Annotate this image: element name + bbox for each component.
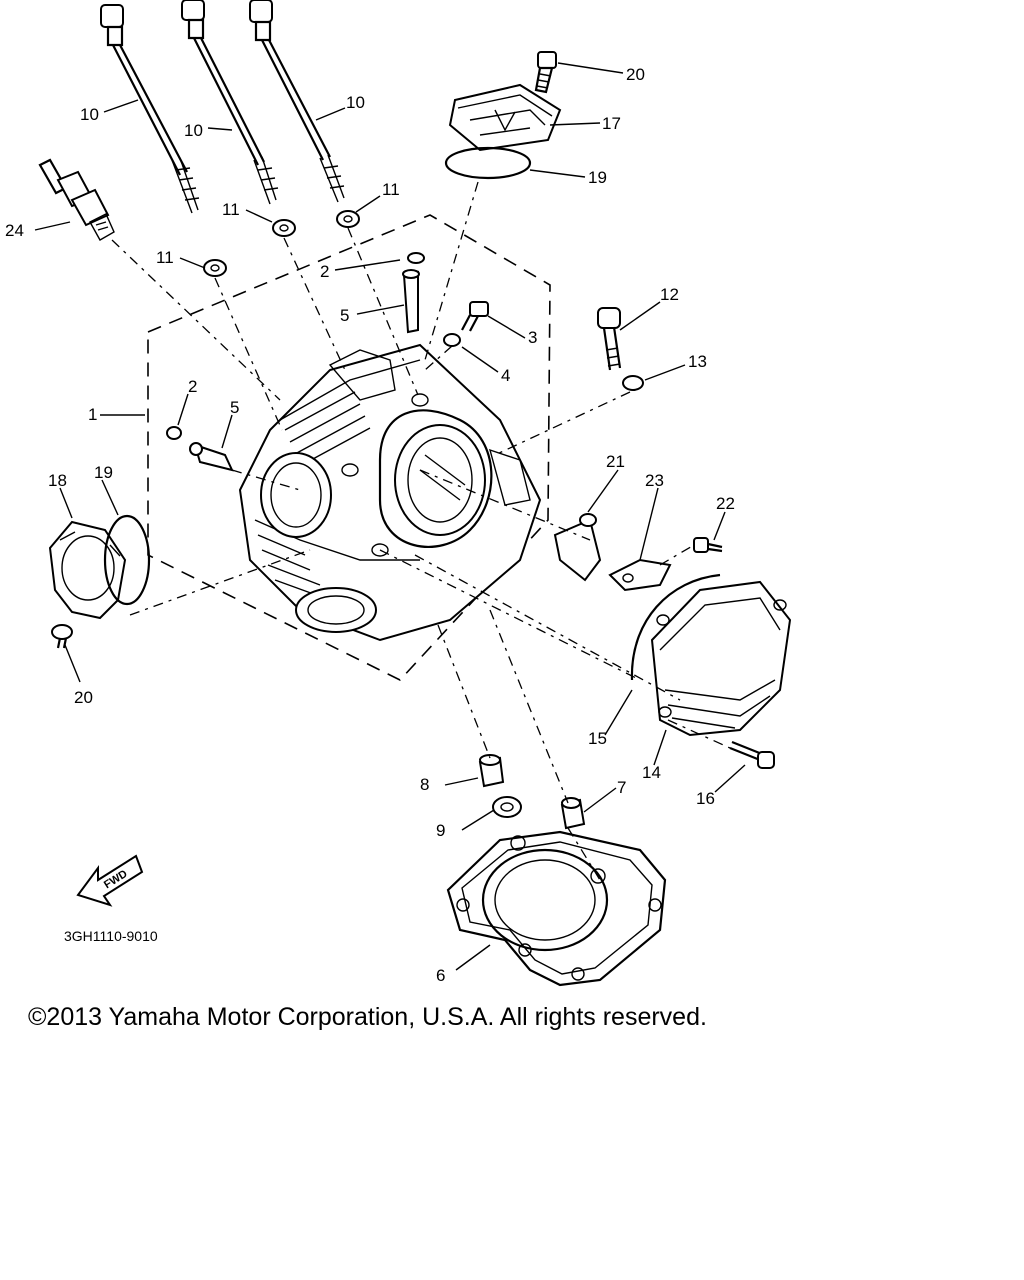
callout-12: 12 bbox=[660, 285, 679, 304]
callout-14: 14 bbox=[642, 763, 661, 782]
bolt-20-left bbox=[51, 624, 73, 649]
callout-23: 23 bbox=[645, 471, 664, 490]
callout-11-a: 11 bbox=[156, 248, 174, 267]
bolt-3 bbox=[461, 301, 489, 332]
spark-plug-24 bbox=[38, 158, 115, 241]
o-ring-19-top bbox=[444, 146, 532, 180]
bolt-22 bbox=[693, 537, 723, 553]
callout-2-left: 2 bbox=[188, 377, 197, 396]
callout-19-left: 19 bbox=[94, 463, 113, 482]
cover-14 bbox=[650, 580, 792, 737]
o-ring-9 bbox=[492, 796, 522, 818]
callout-10-middle: 10 bbox=[184, 121, 203, 140]
cover-18 bbox=[48, 520, 127, 620]
valve-guide-5-left bbox=[189, 442, 234, 472]
callout-20-left: 20 bbox=[74, 688, 93, 707]
bracket-23 bbox=[608, 558, 672, 592]
callout-11-b: 11 bbox=[222, 200, 240, 219]
assembly-lines bbox=[111, 181, 731, 881]
leader-lines bbox=[34, 62, 746, 971]
callout-5-left: 5 bbox=[230, 398, 239, 417]
callout-2-top: 2 bbox=[320, 262, 329, 281]
washer-13 bbox=[622, 375, 644, 391]
callout-3: 3 bbox=[528, 328, 537, 347]
callout-5-top: 5 bbox=[340, 306, 349, 325]
callout-22: 22 bbox=[716, 494, 735, 513]
callout-17: 17 bbox=[602, 114, 621, 133]
bolt-12 bbox=[597, 307, 622, 371]
bolt-10-right bbox=[249, 0, 345, 203]
o-ring-19-left bbox=[103, 514, 151, 606]
exploded-parts-diagram: FWD 10 10 10 11 11 11 24 2 5 3 4 20 17 1… bbox=[5, 0, 792, 987]
callout-16: 16 bbox=[696, 789, 715, 808]
cylinder-head-1 bbox=[238, 343, 542, 642]
washer-11-c bbox=[336, 210, 360, 228]
callout-15: 15 bbox=[588, 729, 607, 748]
copyright-notice: ©2013 Yamaha Motor Corporation, U.S.A. A… bbox=[28, 1003, 707, 1031]
callout-10-right: 10 bbox=[346, 93, 365, 112]
callout-labels: 10 10 10 11 11 11 24 2 5 3 4 20 17 19 12… bbox=[5, 65, 735, 985]
callout-24: 24 bbox=[5, 221, 24, 240]
callout-18: 18 bbox=[48, 471, 67, 490]
gasket-15 bbox=[630, 573, 721, 681]
callout-6: 6 bbox=[436, 966, 445, 985]
drawing-id: 3GH1110-9010 bbox=[64, 928, 158, 944]
callout-20-top: 20 bbox=[626, 65, 645, 84]
callout-8: 8 bbox=[420, 775, 429, 794]
dowel-7 bbox=[560, 797, 586, 830]
bolt-10-middle bbox=[181, 0, 279, 205]
bolt-20-top bbox=[534, 51, 557, 94]
fwd-arrow-icon: FWD bbox=[76, 854, 144, 907]
dowel-8 bbox=[478, 754, 505, 788]
washer-4 bbox=[443, 333, 461, 347]
callout-13: 13 bbox=[688, 352, 707, 371]
bolt-10-left bbox=[100, 4, 200, 214]
valve-guide-5-top bbox=[402, 252, 425, 334]
callout-10-left: 10 bbox=[80, 105, 99, 124]
callout-11-c: 11 bbox=[382, 180, 400, 199]
part-21 bbox=[553, 513, 602, 582]
callout-21: 21 bbox=[606, 452, 625, 471]
bolt-16 bbox=[729, 740, 775, 769]
washer-11-a bbox=[203, 259, 227, 277]
callout-7: 7 bbox=[617, 778, 626, 797]
callout-9: 9 bbox=[436, 821, 445, 840]
callout-1: 1 bbox=[88, 405, 97, 424]
cover-17 bbox=[448, 83, 562, 152]
callout-19-top: 19 bbox=[588, 168, 607, 187]
callout-4: 4 bbox=[501, 366, 510, 385]
washer-11-b bbox=[272, 219, 296, 237]
clip-2-left bbox=[166, 426, 182, 440]
gasket-6 bbox=[446, 830, 667, 987]
